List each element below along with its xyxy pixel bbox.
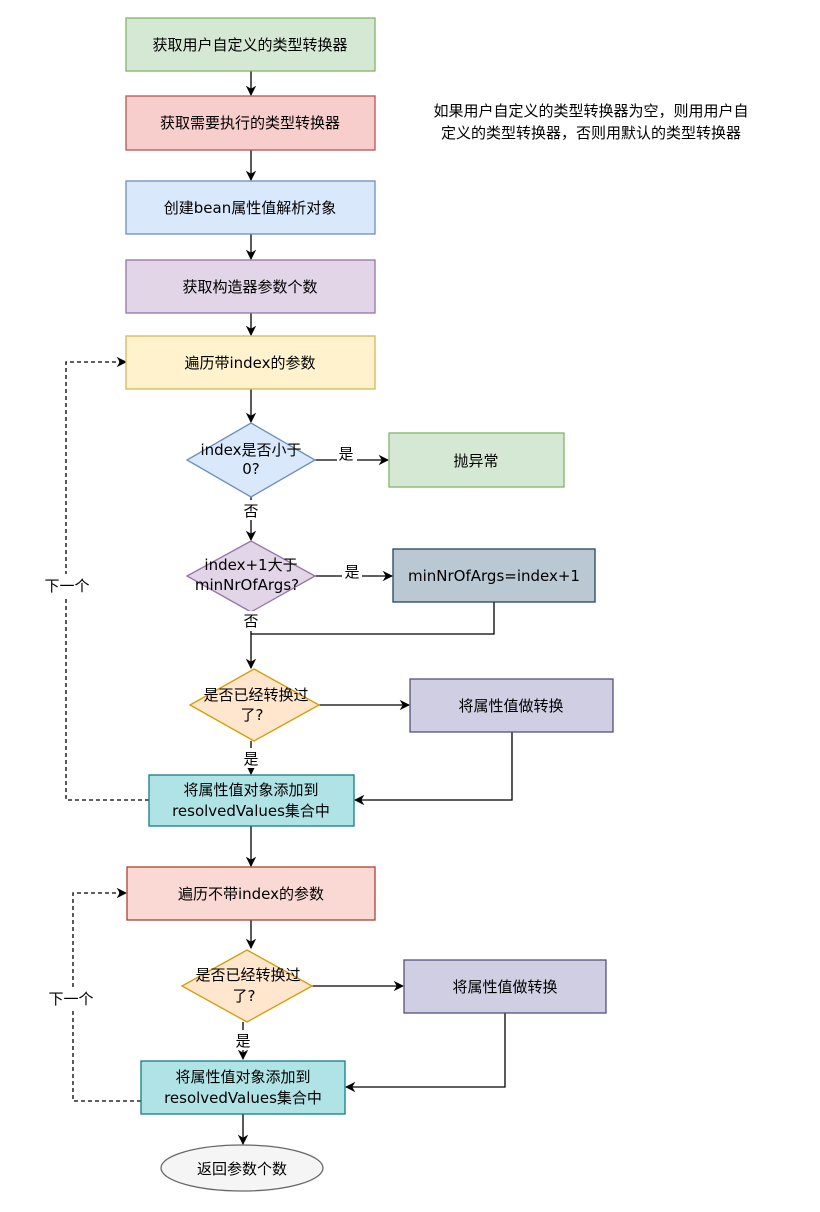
node-n3[interactable]: 创建bean属性值解析对象: [125, 180, 376, 235]
setmin-label: minNrOfArgs=index+1: [408, 567, 580, 585]
node-throw[interactable]: 抛异常: [388, 432, 565, 488]
d4-label-line2: 了?: [233, 987, 256, 1005]
n3-label: 创建bean属性值解析对象: [164, 199, 336, 217]
n6-label: 遍历不带index的参数: [178, 885, 324, 903]
side-note: 如果用户自定义的类型转换器为空，则用用户自 定义的类型转换器，否则用默认的类型转…: [433, 102, 748, 142]
d1-shape: [185, 422, 317, 498]
conv2-label: 将属性值做转换: [452, 978, 557, 996]
n1-label: 获取用户自定义的类型转换器: [152, 36, 347, 54]
throw-shape: [388, 432, 565, 488]
node-n6[interactable]: 遍历不带index的参数: [126, 866, 376, 921]
d2-no-label: 否: [243, 612, 258, 630]
d3-label-line1: 是否已经转换过: [203, 686, 308, 704]
d1-no-label: 否: [243, 502, 258, 520]
throw-label: 抛异常: [453, 452, 498, 470]
decision-d1[interactable]: index是否小于 0?: [185, 422, 317, 498]
d1-label-line1: index是否小于: [200, 441, 301, 459]
edge-conv2-add2: [344, 1013, 506, 1093]
end-label: 返回参数个数: [197, 1160, 287, 1178]
add1-label-line2: resolvedValues集合中: [172, 802, 330, 820]
d2-label-line1: index+1大于: [204, 556, 297, 574]
loop2-label: 下一个: [48, 990, 93, 1008]
add2-label-line2: resolvedValues集合中: [164, 1089, 322, 1107]
n6-shape: [126, 866, 376, 921]
node-end[interactable]: 返回参数个数: [160, 1144, 324, 1192]
node-n5[interactable]: 遍历带index的参数: [125, 335, 376, 390]
d2-yes-label: 是: [344, 563, 359, 581]
conv2-shape: [403, 959, 607, 1014]
d4-shape: [180, 949, 314, 1023]
node-n1[interactable]: 获取用户自定义的类型转换器: [125, 17, 376, 72]
d3-shape: [188, 668, 321, 742]
d3-yes-label: 是: [243, 750, 258, 768]
conv1-label: 将属性值做转换: [458, 697, 563, 715]
node-conv2[interactable]: 将属性值做转换: [403, 959, 607, 1014]
n1-shape: [125, 17, 376, 72]
decision-d2[interactable]: index+1大于 minNrOfArgs?: [185, 540, 317, 613]
end-shape: [160, 1144, 324, 1192]
d4-label-line1: 是否已经转换过: [195, 966, 300, 984]
decision-d4[interactable]: 是否已经转换过 了?: [180, 949, 314, 1023]
edge-conv1-add1: [353, 732, 513, 806]
node-n2[interactable]: 获取需要执行的类型转换器: [125, 95, 376, 151]
add2-shape: [140, 1060, 346, 1115]
note-line1: 如果用户自定义的类型转换器为空，则用用户自: [433, 102, 748, 120]
n4-shape: [125, 259, 376, 314]
setmin-shape: [392, 548, 596, 603]
d3-label-line2: 了?: [241, 706, 264, 724]
edge-setmin-d3: [251, 602, 495, 635]
d1-label-line2: 0?: [242, 460, 260, 478]
add1-shape: [148, 774, 355, 827]
d1-yes-label: 是: [338, 445, 353, 463]
node-setmin[interactable]: minNrOfArgs=index+1: [392, 548, 596, 603]
decision-d3[interactable]: 是否已经转换过 了?: [188, 668, 321, 742]
node-conv1[interactable]: 将属性值做转换: [409, 678, 614, 733]
d4-yes-label: 是: [235, 1032, 250, 1050]
loop1-label: 下一个: [44, 577, 89, 595]
n3-shape: [125, 180, 376, 235]
add1-label-line1: 将属性值对象添加到: [183, 781, 318, 799]
node-add2[interactable]: 将属性值对象添加到 resolvedValues集合中: [140, 1060, 346, 1115]
n5-shape: [125, 335, 376, 390]
n5-label: 遍历带index的参数: [184, 354, 315, 372]
n4-label: 获取构造器参数个数: [182, 278, 317, 296]
add2-label-line1: 将属性值对象添加到: [175, 1068, 310, 1086]
note-line2: 定义的类型转换器，否则用默认的类型转换器: [441, 124, 741, 142]
n2-shape: [125, 95, 376, 151]
node-add1[interactable]: 将属性值对象添加到 resolvedValues集合中: [148, 774, 355, 827]
node-n4[interactable]: 获取构造器参数个数: [125, 259, 376, 314]
d2-label-line2: minNrOfArgs?: [195, 576, 299, 594]
n2-label: 获取需要执行的类型转换器: [160, 114, 340, 132]
conv1-shape: [409, 678, 614, 733]
edge-labels: 是 否 是 否 是 是 下一个 下一个: [40, 444, 362, 1050]
